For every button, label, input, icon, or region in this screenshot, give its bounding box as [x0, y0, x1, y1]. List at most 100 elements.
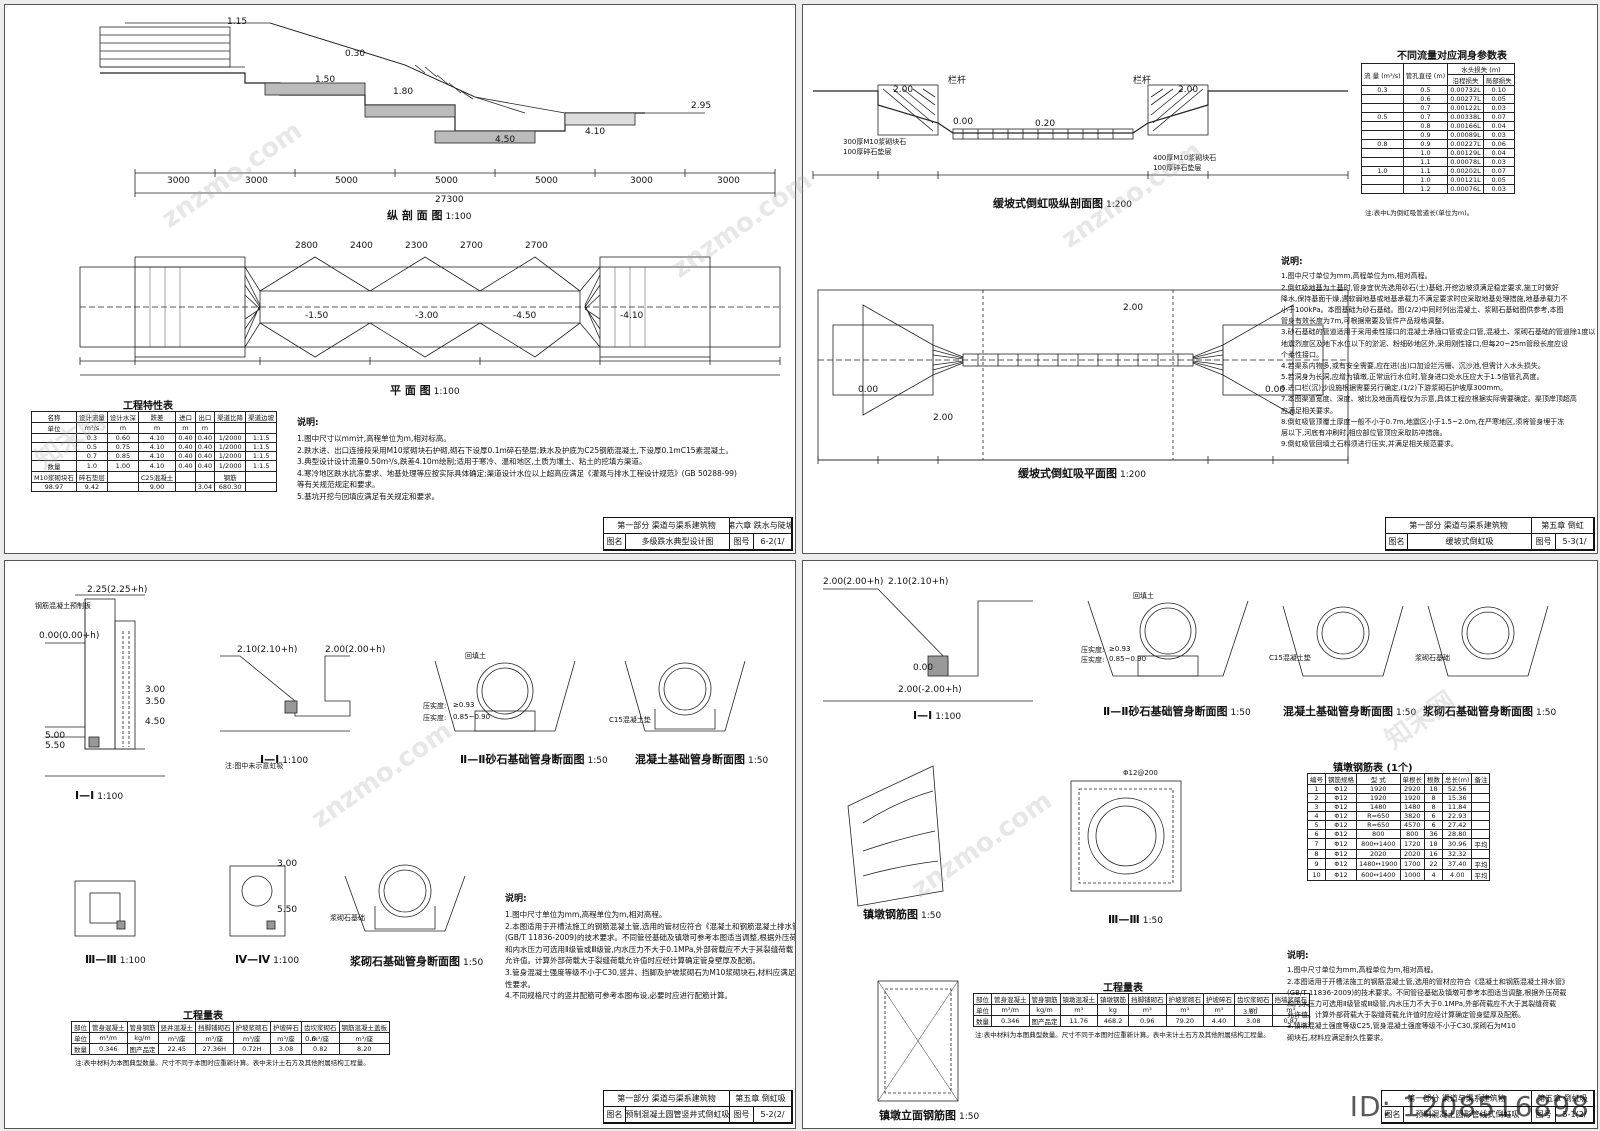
table-note: 注:表中材料为本图典型数量。尺寸不同于本图时应重新计算。表中未计土石方及其他附属…	[75, 1059, 370, 1067]
dim-label: 3000	[717, 176, 740, 186]
dim-label: 5000	[535, 176, 558, 186]
plan-dim: 2800	[295, 241, 318, 251]
compaction-label: 压实度:	[423, 702, 447, 710]
notes: 说明: 1.图中尺寸以mm计,高程单位为m,相对标高。2.跌水进、出口连接段采用…	[297, 418, 737, 502]
backfill-label: 回填土	[1133, 592, 1154, 600]
note-label: 注:图中未示意虹吸	[225, 762, 284, 770]
elev-label: 2.00	[1178, 85, 1199, 95]
compaction-value: ≥0.93	[453, 701, 475, 709]
quantity-table: 部位管身混凝土管身钢筋竖井混凝土挡脚铺砌石护坡浆砌石护坡碎石齿坎浆砌石钢筋混凝土…	[71, 1021, 390, 1055]
elev-label: 5.50	[45, 741, 66, 751]
drop-drawing	[79, 22, 781, 376]
image-id-label: ID: 1208516898	[1349, 1090, 1590, 1123]
sheet-siphon-shaft: 2.25(2.25+h) 钢筋混凝土预制板 0.00(0.00+h) 3.00 …	[4, 560, 796, 1129]
elev-label: 4.10	[585, 127, 606, 137]
table-note: 注:表中材料为本图典型数量。尺寸不同于本图时应重新计算。表中未计土石方及其他附属…	[975, 1031, 1270, 1039]
plan-elev: -3.00	[415, 311, 439, 321]
dim-label: 3000	[167, 176, 190, 186]
material-label: 400厚M10浆砌块石	[1153, 154, 1217, 162]
elev-label: 3.00	[145, 685, 166, 695]
plan-elev: 0.00	[1265, 385, 1286, 395]
elev-label: 4.50	[495, 135, 516, 145]
elev-label: 0.00	[913, 663, 934, 673]
elev-label: 0.00(0.00+h)	[39, 631, 100, 641]
concrete-label: C15混凝土垫	[609, 716, 651, 724]
elev-label: 2.10(2.10+h)	[888, 577, 949, 587]
elev-label: 0.30	[345, 49, 366, 59]
plan-dim: 2700	[460, 241, 483, 251]
material-label: 100厚碎石垫层	[843, 148, 892, 156]
shaft-drawing	[45, 594, 746, 937]
elev-label: 0.20	[1035, 119, 1056, 129]
elev-label: 1.15	[227, 17, 248, 27]
masonry-label: 浆砌石基础	[330, 914, 365, 922]
elev-label: 0.00	[953, 117, 974, 127]
elev-label: 2.25(2.25+h)	[87, 585, 148, 595]
slab-label: 钢筋混凝土预制板	[35, 602, 91, 610]
plan-elev: 2.00	[1123, 303, 1144, 313]
material-label: 300厚M10浆砌块石	[843, 138, 907, 146]
material-label: 100厚碎石垫层	[1153, 164, 1202, 172]
sheet-drop-structure: 1.15 0.30 1.50 1.80 2.95 4.50 4.10 3000 …	[4, 4, 796, 554]
notes: 说明: 1.图中尺寸单位为mm,高程单位为m,相对高程。2.倒虹吸地基为土基时,…	[1281, 257, 1596, 449]
elev-label: 1.50	[315, 75, 336, 85]
elev-label: 1.80	[393, 87, 414, 97]
notes: 说明: 1.图中尺寸单位为mm,高程单位为m,相对高程。2.本图适用于开槽法施工…	[505, 894, 796, 1001]
dim-label: 5000	[335, 176, 358, 186]
siphon-drawing	[812, 84, 1349, 464]
elev-label: 2.00(2.00+h)	[823, 577, 884, 587]
table-title: 工程量表	[183, 1011, 223, 1022]
plan-elev: -4.10	[620, 311, 644, 321]
total-length: 27300	[435, 195, 464, 205]
plan-elev: 2.00	[933, 413, 954, 423]
dim-label: 3000	[245, 176, 268, 186]
railing-label: 栏杆	[948, 76, 967, 86]
param-table-title: 不同流量对应洞身参数表	[1397, 51, 1507, 62]
concrete-label: C15混凝土垫	[1269, 654, 1311, 662]
dim-label: 3000	[630, 176, 653, 186]
compaction-value: 0.85~0.90	[1109, 655, 1147, 663]
plan-elev: 0.00	[858, 385, 879, 395]
elev-label: 2.95	[691, 101, 712, 111]
elev-label: 2.00	[893, 85, 914, 95]
elev-label: 2.00(2.00+h)	[325, 645, 386, 655]
plan-elev: -1.50	[305, 311, 329, 321]
elev-label: 3.50	[145, 697, 166, 707]
elev-label: 2.10(2.10+h)	[237, 645, 298, 655]
backfill-label: 回填土	[465, 652, 486, 660]
notes: 说明: 1.图中尺寸单位为mm,高程单位为m,相对高程。2.本图适用于开槽法施工…	[1287, 951, 1569, 1042]
compaction-value: 0.85~0.90	[453, 713, 491, 721]
line-siphon-drawing	[823, 588, 1549, 1102]
sheet-siphon-gentle: 2.00 0.00 0.20 2.00 栏杆 栏杆 300厚M10浆砌块石 10…	[802, 4, 1598, 554]
plan-elev: -4.50	[513, 311, 537, 321]
rebar-table-title: 镇墩钢筋表 (1个)	[1333, 763, 1413, 774]
plan-dim: 2700	[525, 241, 548, 251]
table-title: 工程量表	[1103, 983, 1143, 994]
compaction-value: ≥0.93	[1109, 645, 1131, 653]
dim-label: 5000	[435, 176, 458, 186]
masonry-label: 浆砌石基础	[1415, 654, 1450, 662]
sheet-siphon-line: 2.00(2.00+h) 2.10(2.10+h) 0.00 2.00(-2.0…	[802, 560, 1598, 1129]
table-title: 工程特性表	[123, 401, 173, 412]
compaction-label: 压实度:	[423, 714, 447, 722]
compaction-label: 压实度:	[1081, 656, 1105, 664]
